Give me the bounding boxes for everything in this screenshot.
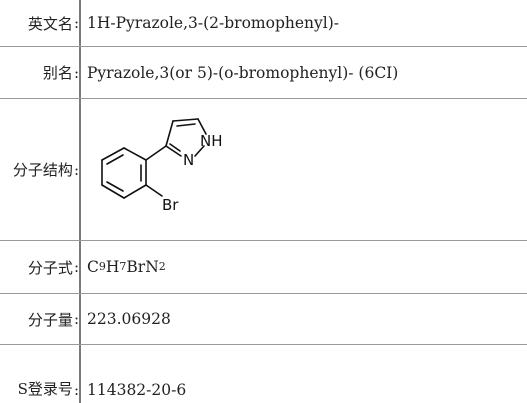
row-divider — [0, 46, 527, 47]
column-divider — [79, 0, 81, 403]
english-name-value: 1H-Pyrazole,3-(2-bromophenyl)- — [87, 14, 340, 32]
structure-label-text: 分子结构 — [12, 161, 73, 179]
cas-label-text: S登录号 — [17, 380, 73, 398]
label-colon: : — [73, 310, 79, 328]
row-english-name: 英文名: 1H-Pyrazole,3-(2-bromophenyl)- — [0, 0, 527, 46]
row-divider — [0, 240, 527, 241]
label-colon: : — [73, 381, 79, 399]
formula-element: BrN — [126, 258, 159, 276]
row-divider — [0, 293, 527, 294]
structure-label: 分子结构: — [13, 99, 79, 240]
row-divider — [0, 98, 527, 99]
alias-label: 别名: — [43, 47, 79, 98]
formula-label: 分子式: — [28, 241, 79, 293]
label-colon: : — [73, 63, 79, 82]
formula-element: H — [105, 258, 120, 276]
weight-value: 223.06928 — [87, 310, 171, 328]
english-name-label-text: 英文名 — [27, 14, 73, 33]
label-colon: : — [73, 160, 79, 179]
formula-element: C — [87, 258, 99, 276]
formula-label-text: 分子式 — [27, 258, 73, 277]
alias-label-text: 别名 — [42, 64, 73, 82]
atom-label-nh: NH — [200, 132, 223, 150]
alias-value: Pyrazole,3(or 5)-(o-bromophenyl)- (6CI) — [87, 63, 399, 82]
weight-label-text: 分子量 — [27, 310, 73, 329]
weight-label: 分子量: — [28, 294, 79, 344]
atom-label-n: N — [183, 151, 194, 169]
row-divider — [0, 344, 527, 345]
row-cas: S登录号: 114382-20-6 — [0, 345, 527, 403]
cas-value: 114382-20-6 — [87, 381, 187, 399]
row-weight: 分子量: 223.06928 — [0, 294, 527, 344]
row-alias: 别名: Pyrazole,3(or 5)-(o-bromophenyl)- (6… — [0, 47, 527, 98]
row-structure: 分子结构: — [0, 99, 527, 240]
molecule-structure-image: NH N Br — [101, 118, 223, 214]
atom-label-br: Br — [162, 196, 179, 214]
label-colon: : — [73, 258, 79, 276]
english-name-label: 英文名: — [28, 0, 79, 46]
cas-label: S登录号: — [18, 345, 79, 403]
label-colon: : — [73, 14, 79, 32]
